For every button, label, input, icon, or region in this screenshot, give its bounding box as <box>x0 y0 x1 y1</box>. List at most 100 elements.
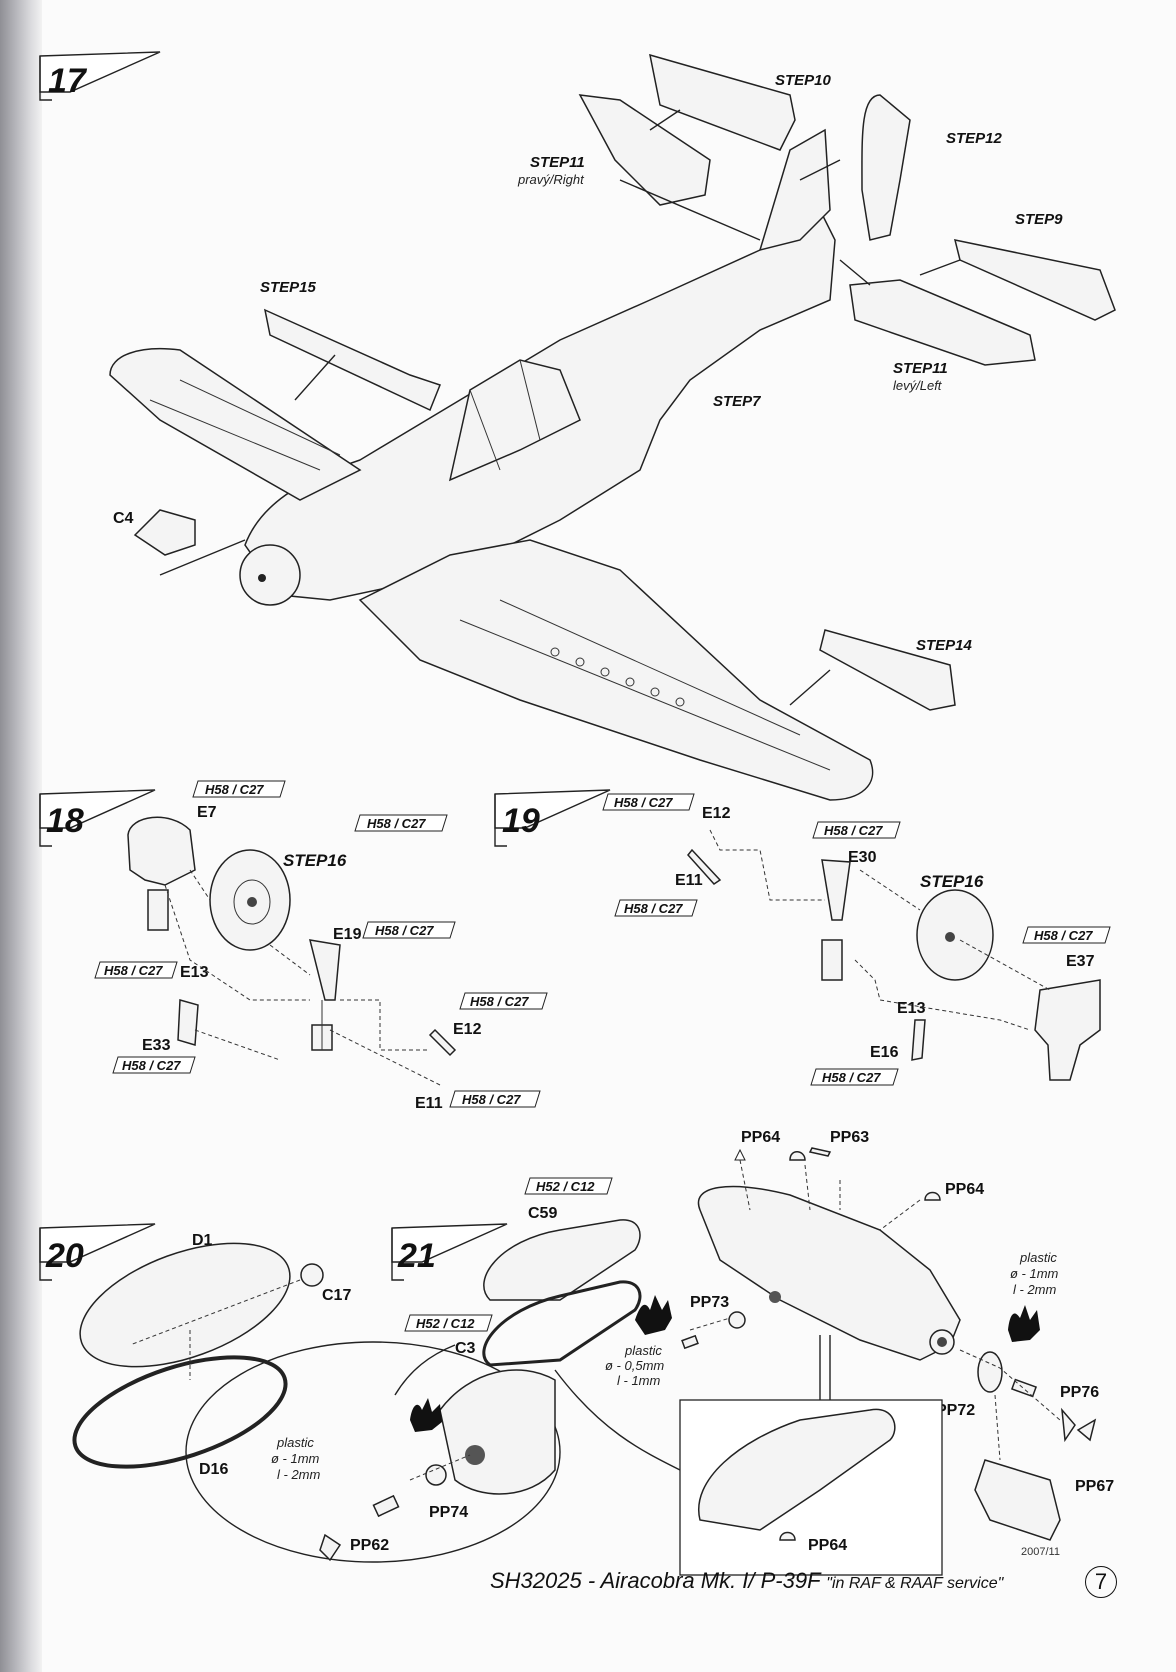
step-20-block: 20 D1 C17 D16 <box>39 1223 351 1478</box>
code-box: H52 / C12 <box>404 1314 493 1332</box>
svg-text:H58 / C27: H58 / C27 <box>375 923 434 938</box>
svg-text:H58 / C27: H58 / C27 <box>122 1058 181 1073</box>
svg-text:H58 / C27: H58 / C27 <box>205 782 264 797</box>
code-box: H58 / C27 <box>602 793 695 811</box>
svg-text:H58 / C27: H58 / C27 <box>462 1092 521 1107</box>
step11-right-sublabel: pravý/Right <box>517 172 585 187</box>
svg-text:H52 / C12: H52 / C12 <box>416 1316 475 1331</box>
c3-label: C3 <box>455 1340 476 1357</box>
e19-label: E19 <box>333 926 362 943</box>
step-20-number: 20 <box>45 1237 84 1275</box>
plastic-diameter-3: ø - 1mm <box>271 1451 320 1466</box>
code-box: H58 / C27 <box>449 1090 541 1108</box>
svg-text:H58 / C27: H58 / C27 <box>824 823 883 838</box>
plastic-diameter-2: ø - 1mm <box>1010 1266 1059 1281</box>
step-21-block: 21 H52 / C12 C59 H52 / C12 C3 plastic ø … <box>185 1129 1114 1576</box>
step14-label: STEP14 <box>916 637 973 654</box>
code-box: H58 / C27 <box>1022 926 1111 944</box>
lower-wing-drawing <box>358 539 874 801</box>
step11-left-label: STEP11 <box>893 360 948 377</box>
product-subtitle: "in RAF & RAAF service" <box>826 1575 1004 1592</box>
e13-label-19: E13 <box>897 1000 926 1017</box>
step11-right-label: STEP11 <box>530 154 585 171</box>
step16-label-19: STEP16 <box>920 872 984 891</box>
svg-text:H58 / C27: H58 / C27 <box>614 795 673 810</box>
e16-label-19: E16 <box>870 1044 899 1061</box>
book-binding-shadow <box>0 0 42 1672</box>
svg-text:H58 / C27: H58 / C27 <box>624 901 683 916</box>
step10-label: STEP10 <box>775 72 832 89</box>
step7-label: STEP7 <box>713 393 761 410</box>
footer-title: SH32025 - Airacobra Mk. I/ P-39F "in RAF… <box>490 1568 1003 1594</box>
plastic-length-2: l - 2mm <box>1013 1282 1057 1297</box>
pp67-label: PP67 <box>1075 1478 1114 1495</box>
glue-hand-icon <box>410 1398 442 1432</box>
step12-label: STEP12 <box>946 130 1003 147</box>
svg-text:H58 / C27: H58 / C27 <box>104 963 163 978</box>
code-box: H58 / C27 <box>812 821 901 839</box>
plastic-label-2: plastic <box>1019 1250 1057 1265</box>
code-box: H58 / C27 <box>459 992 548 1010</box>
plastic-diameter-1: ø - 0,5mm <box>605 1358 664 1373</box>
e37-label: E37 <box>1066 953 1095 970</box>
drop-tank-drawing <box>697 1185 961 1361</box>
plastic-length-3: l - 2mm <box>277 1467 321 1482</box>
glue-hand-icon <box>1008 1305 1040 1342</box>
pp72-label: PP72 <box>936 1402 975 1419</box>
svg-text:H58 / C27: H58 / C27 <box>1034 928 1093 943</box>
e7-label: E7 <box>197 804 217 821</box>
step-17-number: 17 <box>48 62 88 100</box>
step-18-block: 18 H58 / C27 E7 H58 / C27 STEP16 E19 H58… <box>39 780 548 1112</box>
pp64-label-a: PP64 <box>741 1129 780 1146</box>
c59-label: C59 <box>528 1205 557 1222</box>
c4-label: C4 <box>113 510 134 527</box>
code-box: H58 / C27 <box>94 961 178 979</box>
plastic-label-3: plastic <box>276 1435 314 1450</box>
step-18-number: 18 <box>46 802 84 840</box>
c17-label: C17 <box>322 1287 351 1304</box>
code-box: H58 / C27 <box>354 814 448 832</box>
detail-oval <box>185 1341 561 1563</box>
step11-left-sublabel: levý/Left <box>893 378 943 393</box>
product-name: SH32025 - Airacobra Mk. I/ P-39F <box>490 1568 821 1593</box>
code-box: H58 / C27 <box>810 1068 899 1086</box>
code-box: H58 / C27 <box>112 1056 196 1074</box>
d16-label: D16 <box>199 1461 228 1478</box>
code-box: H58 / C27 <box>614 899 698 917</box>
glue-hand-icon <box>635 1295 672 1335</box>
step-21-number: 21 <box>397 1237 436 1275</box>
e11-label-19: E11 <box>675 872 703 889</box>
pp62-label: PP62 <box>350 1537 389 1554</box>
pp63-label: PP63 <box>830 1129 869 1146</box>
plastic-label-1: plastic <box>624 1343 662 1358</box>
step9-label: STEP9 <box>1015 211 1063 228</box>
page-number: 7 <box>1085 1566 1117 1598</box>
step15-label: STEP15 <box>260 279 317 296</box>
e11-label: E11 <box>415 1095 443 1112</box>
svg-text:H58 / C27: H58 / C27 <box>367 816 426 831</box>
pp64-label-c: PP64 <box>808 1537 847 1554</box>
step-17-block: 17 STEP10 STEP11 pravý/Right STEP12 <box>39 51 1116 801</box>
pp74-label: PP74 <box>429 1504 468 1521</box>
left-wing-drawing <box>109 348 362 501</box>
svg-text:H58 / C27: H58 / C27 <box>470 994 529 1009</box>
code-box: H52 / C12 <box>524 1177 613 1195</box>
print-date: 2007/11 <box>1021 1546 1060 1558</box>
e30-label: E30 <box>848 849 877 866</box>
e13-label: E13 <box>180 964 209 981</box>
step-19-block: 19 H58 / C27 E12 E11 H58 / C27 H58 / C27… <box>494 789 1111 1086</box>
plastic-length-1: l - 1mm <box>617 1373 661 1388</box>
pp64-label-b: PP64 <box>945 1181 984 1198</box>
step16-label: STEP16 <box>283 851 347 870</box>
svg-text:H58 / C27: H58 / C27 <box>822 1070 881 1085</box>
pp73-label: PP73 <box>690 1294 729 1311</box>
step-19-number: 19 <box>502 802 540 840</box>
e12-label: E12 <box>453 1021 482 1038</box>
e33-label: E33 <box>142 1037 171 1054</box>
code-box: H58 / C27 <box>362 921 456 939</box>
code-box: H58 / C27 <box>192 780 286 798</box>
pp76-label: PP76 <box>1060 1384 1099 1401</box>
svg-text:H52 / C12: H52 / C12 <box>536 1179 595 1194</box>
e12-label-19: E12 <box>702 805 731 822</box>
